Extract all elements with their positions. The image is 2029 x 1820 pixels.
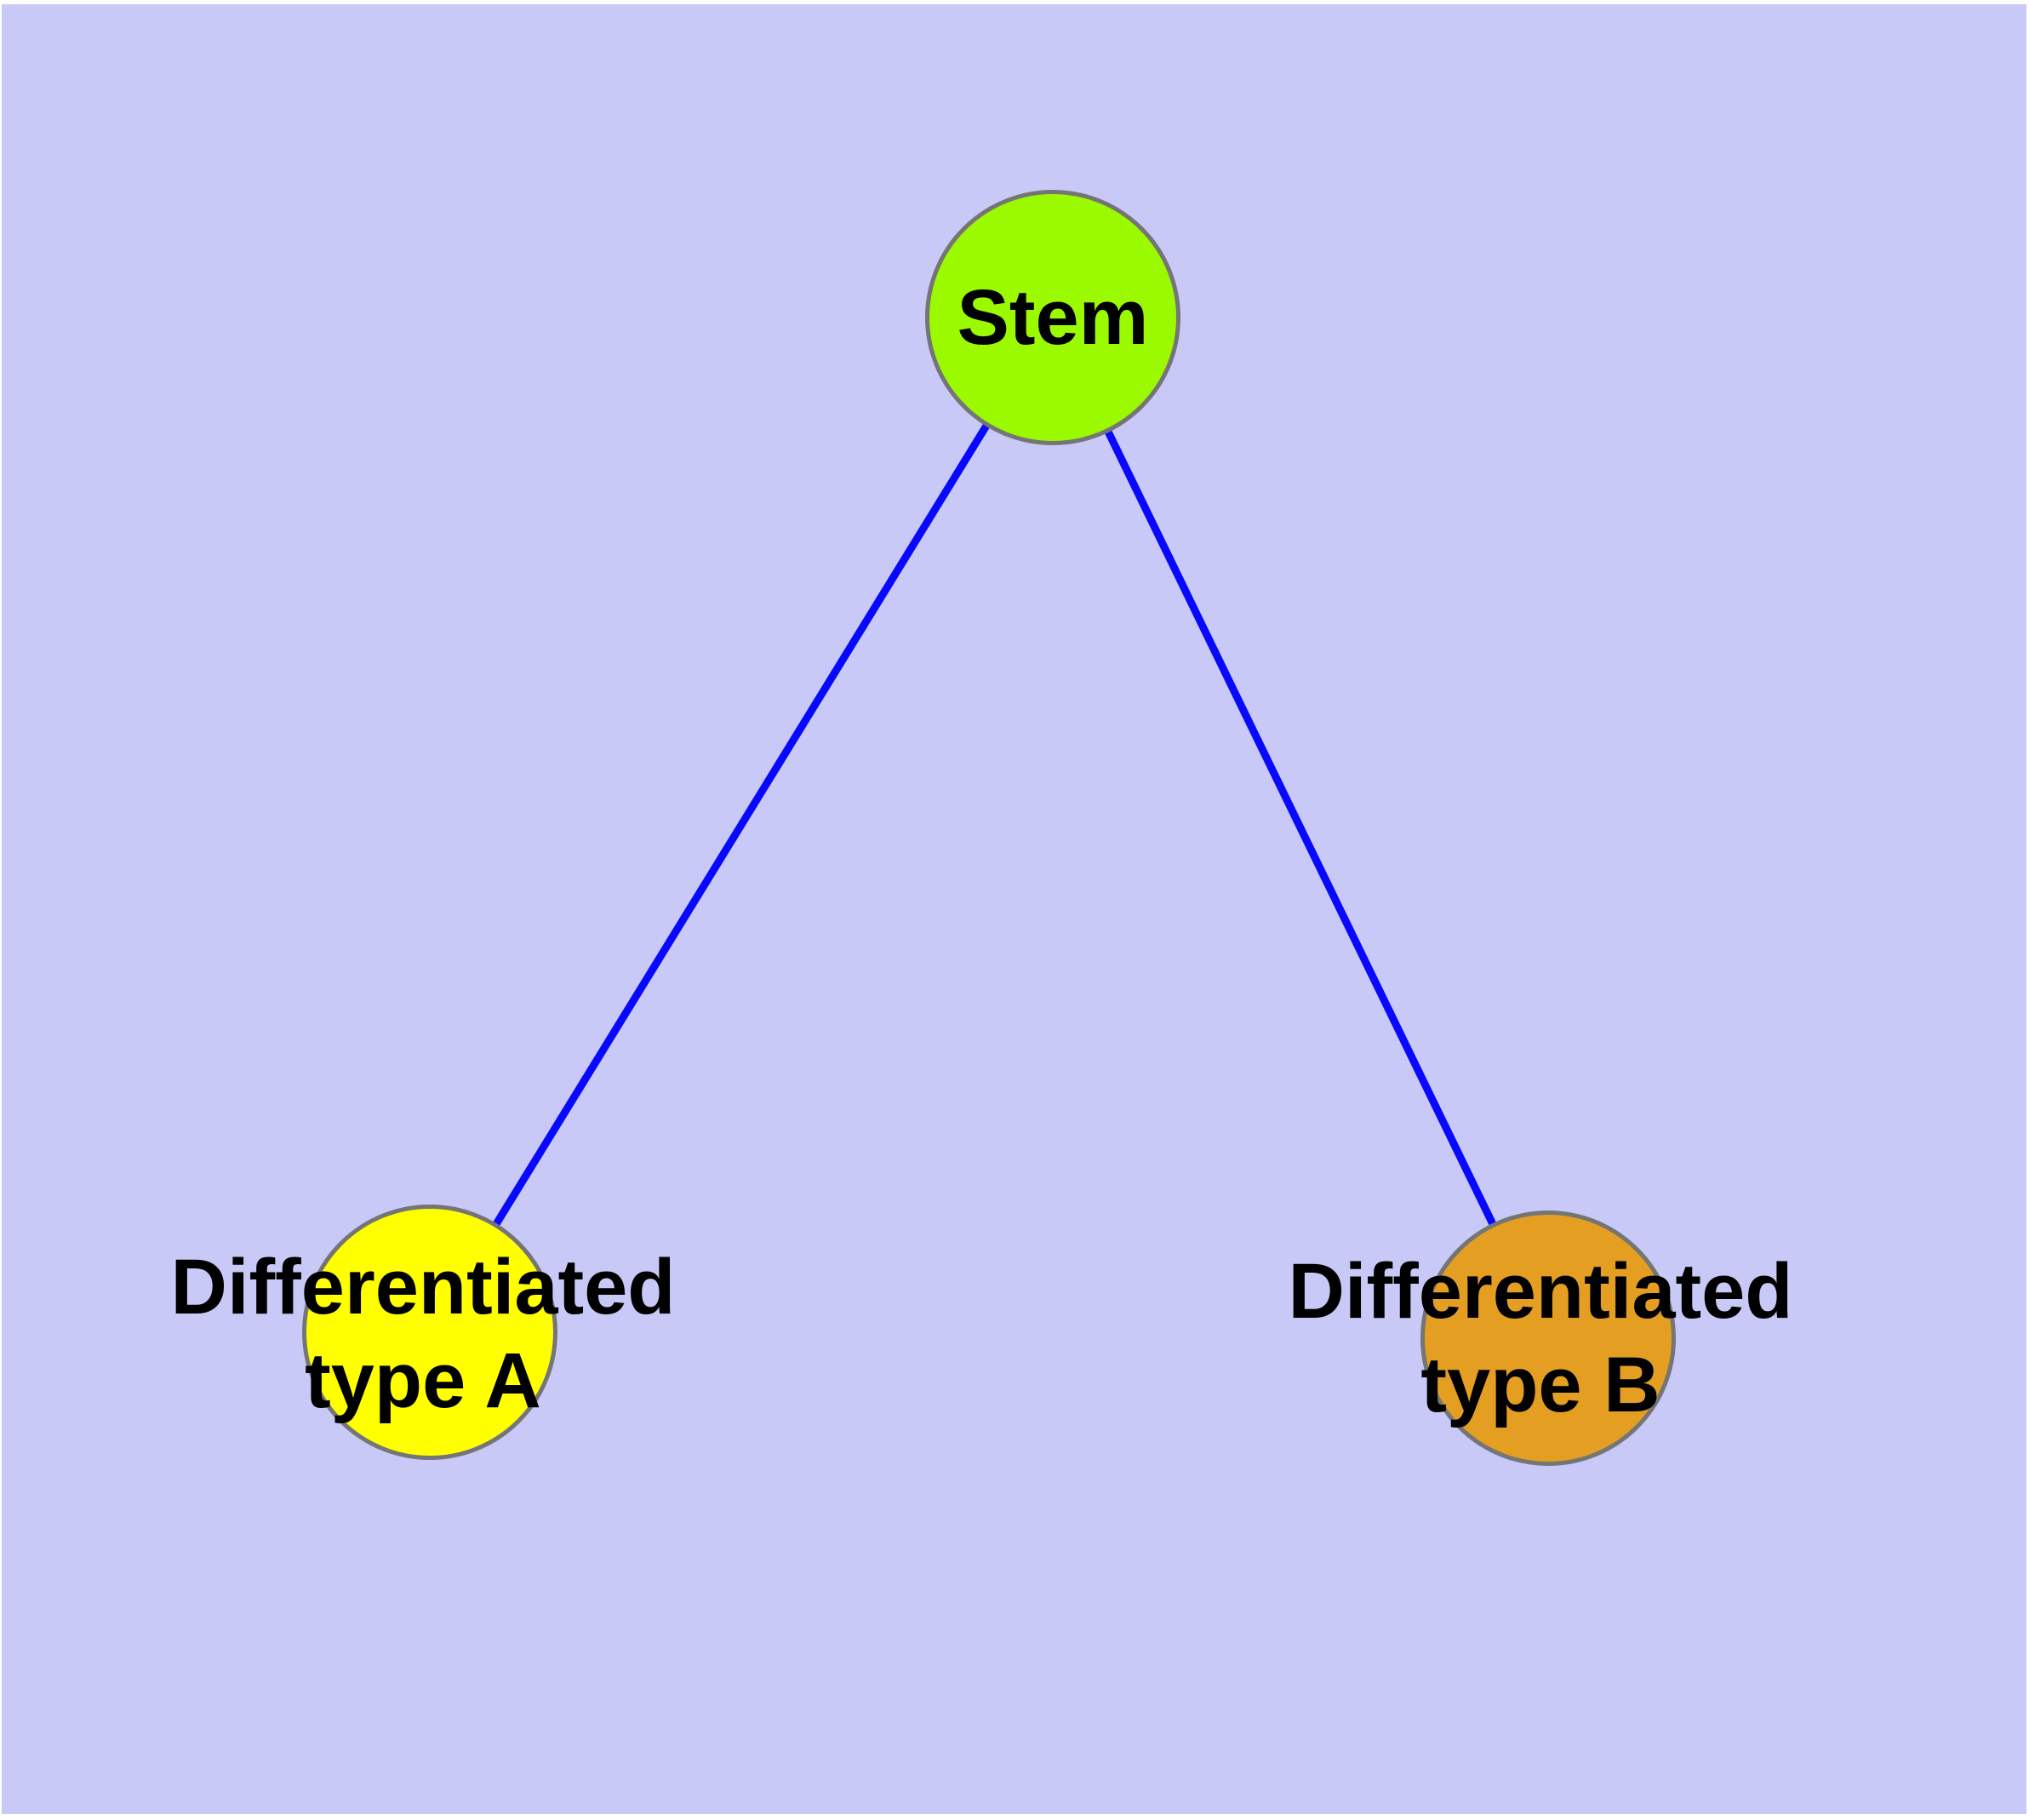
edge-stem-to-type-a bbox=[426, 313, 1057, 1336]
edge-stem-to-type-b bbox=[1049, 313, 1552, 1342]
node-type-b-label-line1: Differentiated bbox=[1288, 1248, 1793, 1335]
node-stem: Stem bbox=[925, 190, 1180, 445]
node-differentiated-type-a bbox=[302, 1205, 557, 1460]
node-stem-label: Stem bbox=[957, 273, 1149, 361]
node-differentiated-type-b bbox=[1420, 1210, 1676, 1466]
node-type-a-label-line1: Differentiated bbox=[170, 1244, 676, 1331]
node-differentiated-type-a-label: Differentiated type A bbox=[125, 1240, 721, 1428]
node-differentiated-type-b-label: Differentiated type B bbox=[1243, 1245, 1838, 1432]
node-type-a-label-line2: type A bbox=[305, 1337, 541, 1424]
node-type-b-label-line2: type B bbox=[1420, 1342, 1660, 1428]
